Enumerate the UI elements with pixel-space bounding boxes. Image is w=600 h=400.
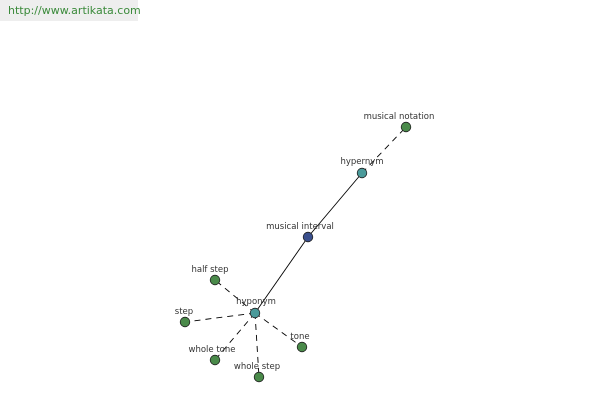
node-marker-whole-tone[interactable] (209, 354, 221, 366)
node-label-musical-notation: musical notation (364, 112, 435, 122)
node-hypernym[interactable]: hypernym (340, 157, 384, 179)
edge-musical-interval-hyponym (254, 236, 309, 314)
node-hyponym[interactable]: hyponym (236, 297, 276, 319)
url-banner: http://www.artikata.com (0, 0, 141, 21)
node-label-hypernym: hypernym (340, 157, 383, 167)
site-url-link[interactable]: http://www.artikata.com (8, 4, 141, 17)
node-marker-half-step[interactable] (209, 274, 221, 286)
edge-hyponym-step (184, 312, 256, 323)
node-step[interactable]: step (175, 307, 193, 328)
node-marker-musical-interval[interactable] (302, 231, 314, 243)
node-whole-step[interactable]: whole step (234, 362, 280, 383)
node-marker-hypernym[interactable] (356, 167, 368, 179)
nodes-layer: musical notation hypernym musical interval… (175, 112, 435, 383)
edge-hyponym-tone (254, 312, 303, 348)
node-marker-musical-notation[interactable] (400, 121, 412, 133)
node-marker-tone[interactable] (296, 341, 308, 353)
node-whole-tone[interactable]: whole tone (189, 345, 236, 366)
edges-layer (184, 126, 407, 378)
node-tone[interactable]: tone (290, 332, 310, 353)
node-label-half-step: half step (191, 265, 228, 275)
node-marker-step[interactable] (179, 316, 191, 328)
node-musical-notation[interactable]: musical notation (364, 112, 435, 133)
node-half-step[interactable]: half step (191, 265, 229, 286)
node-marker-hyponym[interactable] (249, 307, 261, 319)
node-label-musical-interval: musical interval (266, 222, 334, 232)
edge-musical-interval-hypernym (307, 172, 363, 238)
node-label-whole-step: whole step (234, 362, 280, 372)
node-label-tone: tone (290, 332, 309, 342)
node-marker-whole-step[interactable] (253, 371, 265, 383)
node-label-hyponym: hyponym (236, 297, 276, 307)
node-musical-interval[interactable]: musical interval (266, 222, 334, 243)
node-label-whole-tone: whole tone (189, 345, 236, 355)
edge-hyponym-half-step (214, 279, 256, 314)
node-label-step: step (175, 307, 193, 317)
